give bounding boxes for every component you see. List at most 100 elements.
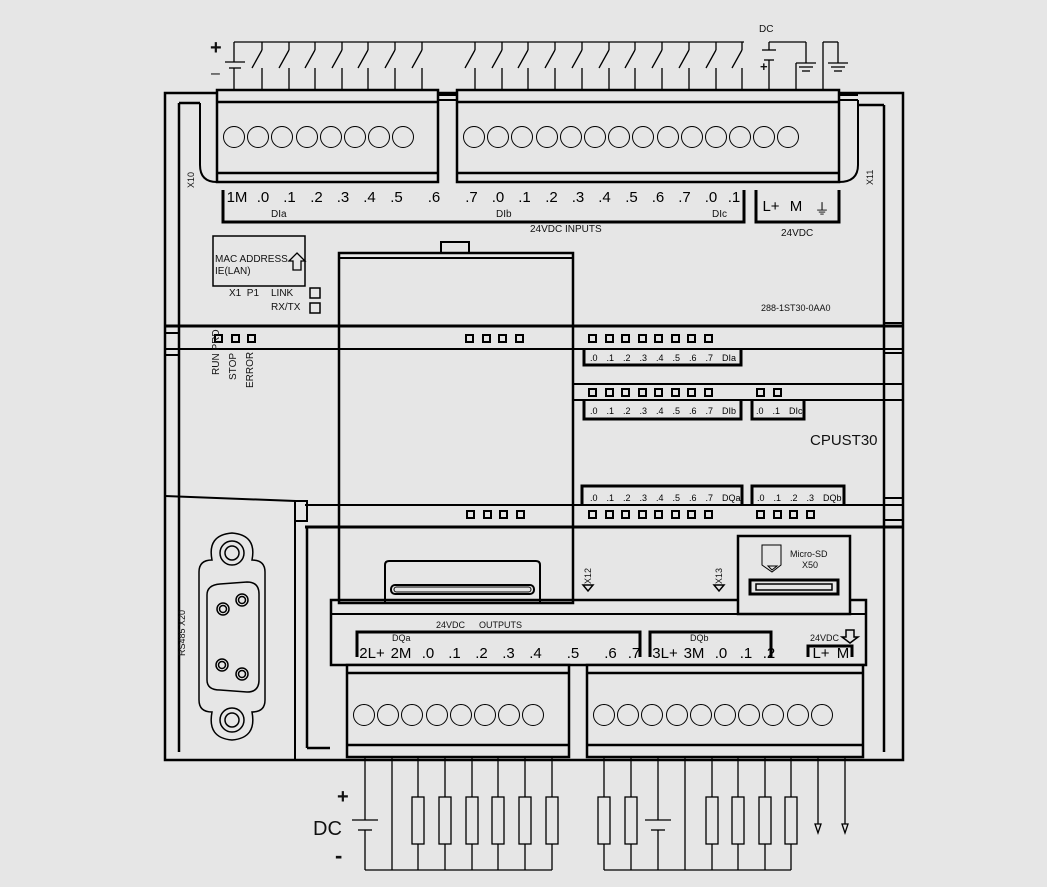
terminal-screw [632,126,655,148]
terminal-pin-label: .5 [390,189,403,206]
terminal-pin-label: 2M [390,645,412,662]
expansion-port-markers [581,584,726,593]
terminal-screw [753,126,776,148]
terminal-screw [377,704,400,726]
terminal-screw [656,126,679,148]
status-led [654,388,663,397]
led-pin-label: .0 [757,493,765,503]
terminal-screw [522,704,545,726]
terminal-pin-label: .4 [363,189,376,206]
led-pin-label: .1 [606,406,615,416]
status-led [621,388,630,397]
stop-label: STOP [228,352,239,380]
status-led [670,334,680,343]
terminal-screw [473,704,496,726]
status-led [687,388,696,397]
terminal-screw [665,704,688,726]
terminal-screw [762,704,785,726]
terminal-pin-label: .0 [491,189,505,206]
terminal-screw [777,126,800,148]
status-led [604,510,614,519]
terminal-pin-label: .1 [739,645,753,662]
led-pin-label: DIc [789,406,803,416]
led-pin-label: .0 [590,493,598,503]
terminal-screw [608,126,631,148]
top-left-terminals [223,126,417,148]
load-dc-label: DC [313,818,342,840]
run-label: RUN PRD [211,329,222,375]
terminal-pin-label: 2L+ [359,645,385,662]
terminal-screw [498,704,521,726]
terminal-screw [535,126,558,148]
terminal-screw [810,704,833,726]
link-label: LINK [271,288,294,299]
status-led [481,334,491,343]
led-pin-label: .1 [772,406,781,416]
outputs-title-24vdc: 24VDC [436,620,466,630]
dib-group-label: DIb [496,209,512,220]
terminal-pin-label: .0 [256,189,270,206]
terminal-screw [463,126,485,148]
dqb-pin-labels: 3L+3M.0.1.2 [650,645,780,662]
terminal-pin-label: .0 [714,645,728,662]
dqb-leds [756,510,822,519]
terminal-pin-label: .5 [625,189,638,206]
terminal-pin-label: .0 [704,189,718,206]
error-label: ERROR [245,351,256,388]
status-led [687,510,696,519]
led-pin-label: .0 [590,406,598,416]
terminal-pin-label: .3 [571,189,585,206]
terminal-pin-label: .1 [518,189,531,206]
output-load-wiring [352,757,849,871]
status-led [703,510,713,519]
terminal-pin-label: .5 [566,645,580,662]
status-led [588,334,597,343]
terminal-screw [295,126,318,148]
status-led [621,334,630,343]
status-led [756,388,765,397]
status-led [499,510,508,519]
led-pin-label: .6 [689,406,697,416]
terminal-screw [729,126,752,148]
status-led [772,510,782,519]
inputs-title: 24VDC INPUTS [530,224,602,235]
terminal-pin-label: ⏚ [814,201,830,218]
terminal-pin-label: .7 [678,189,691,206]
dia-group-label: DIa [271,209,287,220]
led-pin-label: .2 [790,493,798,503]
status-led [654,510,663,519]
order-number: 288-1ST30-0AA0 [761,303,831,313]
status-led [465,334,474,343]
status-led [756,510,765,519]
terminal-pin-label: .7 [627,645,641,662]
power-pin-labels: L+M⏚ [760,198,834,219]
run-led [214,334,223,343]
terminal-screw [713,704,736,726]
terminal-pin-label: 3L+ [652,645,678,662]
rs485-label: RS485 X20 [177,609,187,656]
plc-housing [163,91,905,762]
led-pin-label: .3 [639,406,648,416]
terminal-screw [425,704,448,726]
terminal-screw [401,704,424,726]
status-led [588,388,597,397]
status-led [687,334,696,343]
x12-label: X12 [583,567,593,584]
rs485-connector [198,532,266,741]
status-led [703,388,713,397]
bottom-right-terminals [593,704,835,726]
dib-leds [588,388,720,397]
terminal-pin-label: .1 [283,189,296,206]
terminal-screw [786,704,809,726]
terminal-screw [353,704,375,726]
led-pin-label: DQa [722,493,741,503]
terminal-screw [593,704,615,726]
terminal-pin-label: .3 [336,189,350,206]
dic-leds [756,388,789,397]
x11-label: X11 [865,169,875,185]
led-pin-label: DIa [722,353,737,363]
status-led [670,510,680,519]
